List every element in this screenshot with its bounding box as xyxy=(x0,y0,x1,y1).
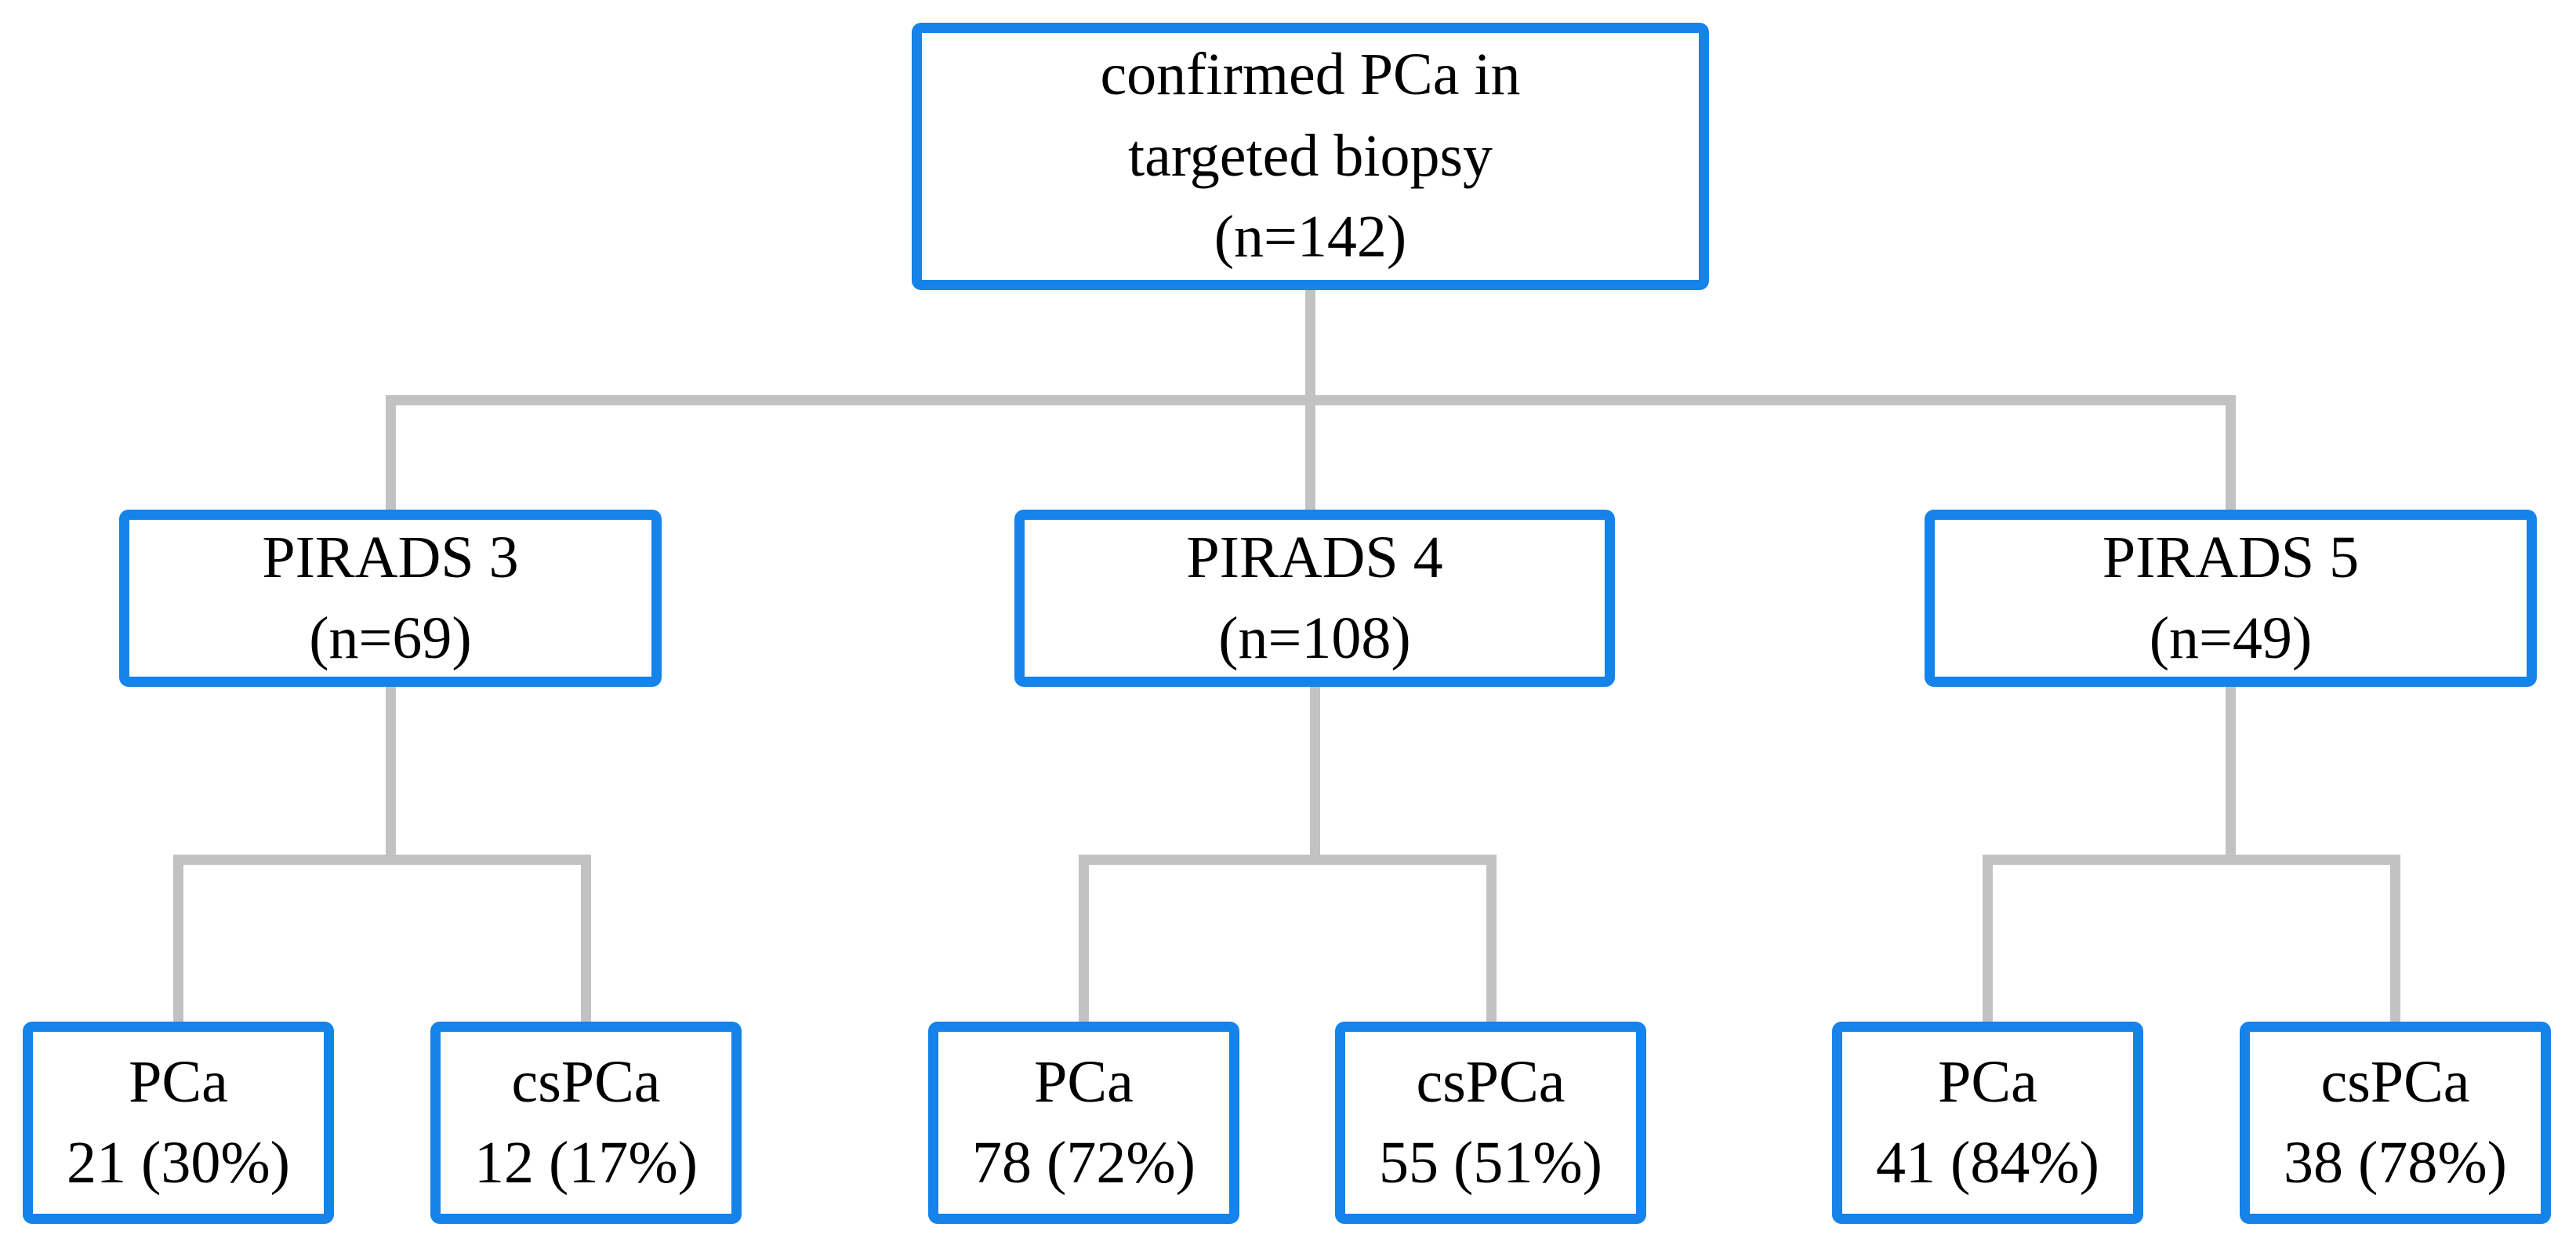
connector-level1-drop-left xyxy=(386,395,396,510)
node-text-line: (n=69) xyxy=(309,605,472,671)
node-pirads3-pca: PCa 21 (30%) xyxy=(23,1022,334,1224)
connector-pirads5-drop-left xyxy=(1983,855,1993,1022)
node-pirads4-cspca: csPCa 55 (51%) xyxy=(1335,1022,1646,1224)
node-text-line: PCa xyxy=(1034,1048,1134,1115)
node-text-line: confirmed PCa in xyxy=(1100,42,1521,108)
connector-pirads4-drop-left xyxy=(1079,855,1089,1022)
node-pirads-3: PIRADS 3 (n=69) xyxy=(119,510,662,687)
node-pirads-5: PIRADS 5 (n=49) xyxy=(1925,510,2537,687)
connector-pirads5-stem xyxy=(2226,687,2236,865)
node-text-line: PIRADS 4 xyxy=(1186,524,1443,590)
node-text-line: PIRADS 5 xyxy=(2102,524,2360,590)
node-text-line: 41 (84%) xyxy=(1876,1130,2099,1196)
connector-pirads3-drop-right xyxy=(581,855,591,1022)
connector-pirads4-bar xyxy=(1079,855,1497,865)
node-text-line: 78 (72%) xyxy=(972,1130,1195,1196)
node-text-line: 55 (51%) xyxy=(1379,1130,1602,1196)
node-text-line: 12 (17%) xyxy=(474,1130,698,1196)
connector-pirads3-bar xyxy=(173,855,591,865)
connector-pirads4-drop-right xyxy=(1486,855,1497,1022)
connector-level1-drop-right xyxy=(2226,395,2236,510)
connector-pirads3-drop-left xyxy=(173,855,183,1022)
node-text-line: (n=49) xyxy=(2149,605,2313,671)
node-text-line: PCa xyxy=(129,1048,228,1115)
node-text-line: 38 (78%) xyxy=(2284,1130,2507,1196)
node-pirads-4: PIRADS 4 (n=108) xyxy=(1014,510,1615,687)
node-confirmed-pca-root: confirmed PCa in targeted biopsy (n=142) xyxy=(912,23,1709,290)
node-pirads5-cspca: csPCa 38 (78%) xyxy=(2240,1022,2551,1224)
node-text-line: 21 (30%) xyxy=(67,1130,290,1196)
node-text-line: PCa xyxy=(1938,1048,2037,1115)
node-text-line: csPCa xyxy=(1416,1048,1566,1115)
node-pirads3-cspca: csPCa 12 (17%) xyxy=(430,1022,742,1224)
connector-pirads4-stem xyxy=(1310,687,1320,865)
node-pirads4-pca: PCa 78 (72%) xyxy=(928,1022,1239,1224)
node-text-line: csPCa xyxy=(511,1048,661,1115)
node-text-line: PIRADS 3 xyxy=(262,524,519,590)
node-text-line: (n=108) xyxy=(1218,605,1411,671)
connector-pirads5-drop-right xyxy=(2390,855,2400,1022)
node-text-line: csPCa xyxy=(2320,1048,2470,1115)
node-text-line: (n=142) xyxy=(1214,204,1407,270)
node-text-line: targeted biopsy xyxy=(1127,122,1493,189)
node-pirads5-pca: PCa 41 (84%) xyxy=(1832,1022,2143,1224)
connector-level1-bar xyxy=(386,395,2236,405)
connector-pirads5-bar xyxy=(1983,855,2400,865)
connector-pirads3-stem xyxy=(386,687,396,865)
